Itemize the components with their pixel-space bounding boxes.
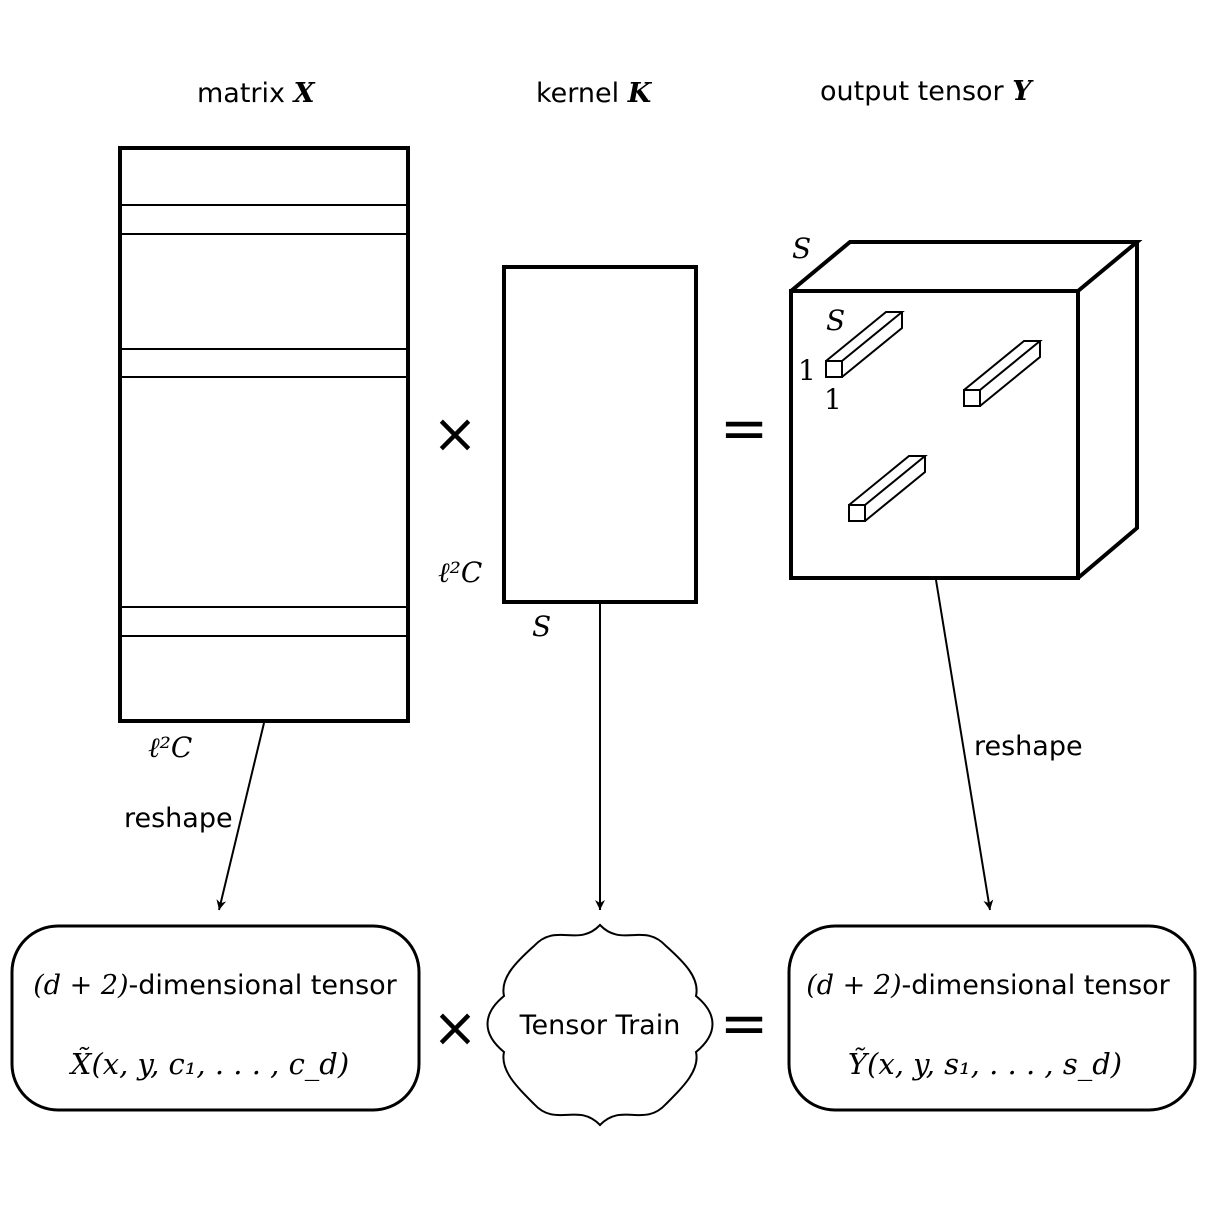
tensor-train-label: Tensor Train (519, 1010, 681, 1041)
output-cube (789, 240, 1143, 580)
fiber-3 (848, 455, 928, 522)
equals-operator-bottom: = (720, 989, 769, 1057)
arrow-output-reshape (935, 579, 994, 911)
fiber-height-label: 1 (798, 354, 816, 387)
box-y-title: (d + 2)-dimensional tensor (806, 970, 1170, 1001)
fiber-1 (825, 311, 905, 378)
reshape-label-left: reshape (124, 803, 233, 834)
kernel-k (502, 265, 698, 604)
equals-operator-top: = (720, 394, 769, 462)
box-y-formula: Ỹ(x, y, s₁, . . . , s_d) (848, 1046, 1122, 1082)
tensor-train-cloud (486, 923, 714, 1127)
times-operator-top: × (432, 402, 477, 465)
reshape-label-right: reshape (974, 731, 1083, 762)
matrix-width-label: ℓ²C (148, 731, 192, 764)
matrix-x (118, 146, 410, 723)
arrow-matrix-reshape (216, 722, 265, 911)
box-y-tilde (787, 924, 1197, 1112)
header-kernel: kernel K (536, 78, 653, 109)
header-output: output tensor Y (820, 76, 1034, 107)
box-x-tilde (10, 924, 421, 1112)
fiber-2 (963, 340, 1043, 407)
fiber-width-label: 1 (824, 383, 842, 416)
header-matrix: matrix X (197, 78, 316, 109)
kernel-height-label: ℓ²C (438, 556, 482, 589)
box-x-formula: X̃(x, y, c₁, . . . , c_d) (69, 1047, 349, 1082)
box-x-title: (d + 2)-dimensional tensor (33, 970, 397, 1001)
kernel-width-label: S (532, 610, 551, 643)
cube-depth-label: S (792, 232, 811, 265)
fiber-length-label: S (826, 304, 845, 337)
times-operator-bottom: × (432, 996, 477, 1059)
